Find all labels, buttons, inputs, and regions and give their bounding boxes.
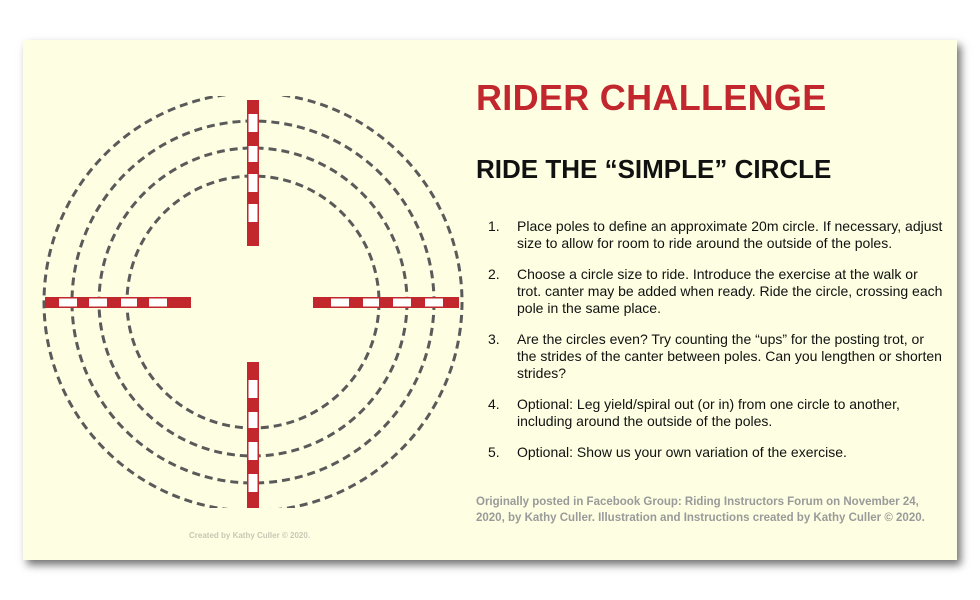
instruction-item: 2. Choose a circle size to ride. Introdu…	[488, 266, 943, 317]
pole-south	[247, 362, 259, 508]
step-number: 3.	[488, 331, 500, 347]
exercise-subtitle: RIDE THE “SIMPLE” CIRCLE	[476, 154, 832, 184]
step-text: Choose a circle size to ride. Introduce …	[517, 266, 943, 316]
step-text: Place poles to define an approximate 20m…	[517, 218, 943, 251]
pole-east	[313, 297, 459, 308]
pole-west	[45, 297, 191, 308]
step-text: Optional: Leg yield/spiral out (or in) f…	[517, 396, 900, 429]
instruction-item: 5. Optional: Show us your own variation …	[488, 444, 943, 461]
page-title: RIDER CHALLENGE	[476, 77, 827, 118]
rider-challenge-card: RIDER CHALLENGE RIDE THE “SIMPLE” CIRCLE…	[23, 40, 957, 560]
step-text: Are the circles even? Try counting the “…	[517, 331, 942, 381]
circle-poles-diagram	[42, 96, 464, 508]
step-number: 5.	[488, 444, 500, 460]
instruction-item: 3. Are the circles even? Try counting th…	[488, 331, 943, 382]
instruction-list: 1. Place poles to define an approximate …	[488, 218, 943, 475]
copyright-watermark: Created by Kathy Culler © 2020.	[189, 531, 311, 540]
step-number: 1.	[488, 218, 500, 234]
step-text: Optional: Show us your own variation of …	[517, 444, 847, 460]
outer-circle	[42, 96, 464, 508]
pole-north	[247, 100, 259, 246]
source-credit: Originally posted in Facebook Group: Rid…	[476, 496, 925, 524]
instruction-item: 4. Optional: Leg yield/spiral out (or in…	[488, 396, 943, 430]
instruction-item: 1. Place poles to define an approximate …	[488, 218, 943, 252]
step-number: 2.	[488, 266, 500, 282]
step-number: 4.	[488, 396, 500, 412]
